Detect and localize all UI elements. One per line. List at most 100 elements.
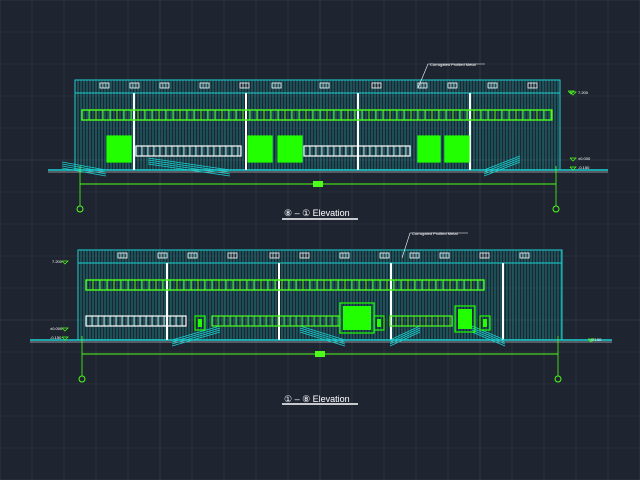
roof-vent — [271, 82, 282, 89]
level-marker-2d: -0.150 — [590, 337, 602, 342]
note-leader — [401, 232, 468, 259]
ramp — [389, 325, 421, 341]
ramp — [147, 159, 231, 173]
window-band-lower — [389, 315, 453, 327]
window-band-lower — [85, 315, 187, 327]
door-panel — [483, 319, 487, 327]
level-label: 7.200 — [52, 259, 63, 264]
elevation-drawing-2: Corrugated Profiled Metal 7.200 ±0.000 -… — [30, 231, 612, 405]
ramp — [171, 329, 221, 345]
material-note-1: Corrugated Profiled Metal — [430, 62, 476, 67]
level-marker-1a: 7.200 — [578, 90, 589, 95]
roof-vent — [479, 252, 490, 259]
facade-openings-1 — [81, 82, 553, 163]
dimension-line-2 — [61, 260, 595, 405]
roof-vent — [379, 252, 390, 259]
structural-column — [357, 93, 359, 170]
level-symbol — [569, 166, 577, 171]
roof-vent — [269, 252, 280, 259]
roof-vent — [417, 82, 428, 89]
ramp — [483, 157, 521, 173]
ramp — [147, 163, 231, 177]
dimension-text-box — [313, 181, 323, 187]
roof-vent — [199, 82, 210, 89]
structural-column — [278, 263, 280, 340]
axis-bubble — [554, 375, 562, 383]
ramp — [389, 331, 421, 347]
roof-vent — [157, 252, 168, 259]
door — [479, 315, 491, 331]
level-marker-2b: ±0.000 — [50, 326, 63, 331]
roof-vent — [439, 252, 450, 259]
roof-vent — [117, 252, 128, 259]
axis-bubble — [76, 205, 84, 213]
window-band-lower — [303, 145, 411, 157]
level-label: -0.150 — [50, 335, 62, 340]
ramp — [299, 327, 346, 343]
roof-vent — [227, 252, 238, 259]
structural-column — [166, 263, 168, 340]
ramp — [483, 155, 521, 171]
structural-column — [390, 263, 392, 340]
door — [417, 135, 441, 163]
level-symbol — [567, 90, 575, 95]
roof-vent — [409, 252, 420, 259]
level-marker-2c: -0.150 — [50, 335, 62, 340]
facade-openings-2 — [85, 252, 530, 334]
ramp — [483, 161, 521, 177]
ramp — [171, 327, 221, 343]
door-panel — [198, 319, 202, 327]
ramp — [389, 327, 421, 343]
ramp — [61, 163, 107, 173]
structural-column — [133, 93, 135, 170]
ramp — [171, 331, 221, 347]
level-marker-1c: -0.150 — [578, 165, 590, 170]
ramp — [61, 167, 107, 177]
structural-column — [502, 263, 504, 340]
door-panel — [343, 306, 371, 330]
note-leader — [417, 63, 485, 89]
facade-wall-1 — [48, 63, 608, 177]
ramp — [147, 157, 231, 171]
door — [373, 315, 385, 331]
door — [106, 135, 132, 163]
level-symbol — [587, 338, 595, 343]
ramp — [61, 161, 107, 171]
ramp — [61, 165, 107, 175]
door — [247, 135, 273, 163]
ramp — [471, 329, 506, 345]
door — [277, 135, 303, 163]
axis-bubble — [78, 375, 86, 383]
roof-vent — [527, 82, 538, 89]
roof-vent — [239, 82, 250, 89]
level-label: -0.150 — [590, 337, 602, 342]
elevation-title-2: ① – ⑧ Elevation — [284, 394, 350, 404]
ramp — [299, 325, 346, 341]
level-symbol — [61, 336, 69, 341]
elevation-drawing-1: Corrugated Profiled Metal 7.200 ±0.000 -… — [48, 62, 608, 220]
level-marker-2a: 7.200 — [52, 259, 63, 264]
level-symbol — [61, 260, 69, 265]
roof-vent — [129, 82, 140, 89]
level-label: ±0.000 — [50, 326, 63, 331]
ramp — [299, 331, 346, 347]
level-label: ±0.000 — [578, 156, 591, 161]
roof-vent — [447, 82, 458, 89]
roof-vent — [159, 82, 170, 89]
roof-vent — [371, 82, 382, 89]
roof-vent — [99, 82, 110, 89]
ramp — [147, 161, 231, 175]
level-symbol — [569, 157, 577, 162]
window-band-lower — [135, 145, 242, 157]
elevation-title-1: ⑧ – ① Elevation — [284, 208, 350, 218]
axis-bubble — [552, 205, 560, 213]
roof-vent — [319, 82, 330, 89]
door — [444, 135, 470, 163]
ramp — [471, 331, 506, 347]
ramp — [471, 325, 506, 341]
roof-vent — [187, 252, 198, 259]
dimension-line-1 — [76, 90, 577, 220]
door — [454, 305, 476, 333]
